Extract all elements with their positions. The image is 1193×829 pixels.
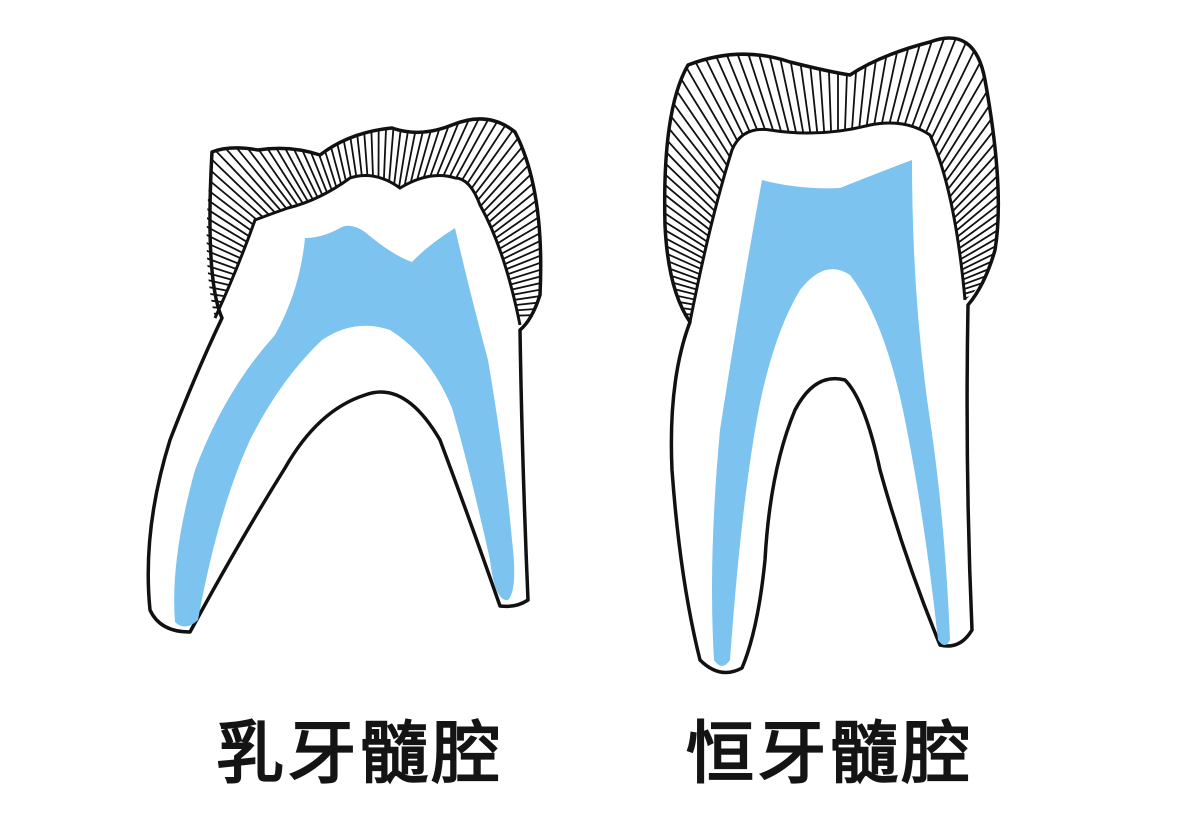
permanent-pulp-cavity: [712, 160, 950, 666]
primary-enamel-inner-line: [213, 174, 522, 326]
permanent-tooth-caption: 恒牙髓腔: [685, 715, 974, 794]
primary-tooth-caption: 乳牙髓腔: [215, 715, 504, 794]
permanent-tooth-body: [662, 36, 1001, 675]
primary-pulp-cavity: [174, 225, 515, 627]
permanent-tooth: [662, 36, 1001, 675]
primary-tooth: [146, 117, 543, 634]
permanent-enamel-inner-line: [688, 121, 967, 323]
